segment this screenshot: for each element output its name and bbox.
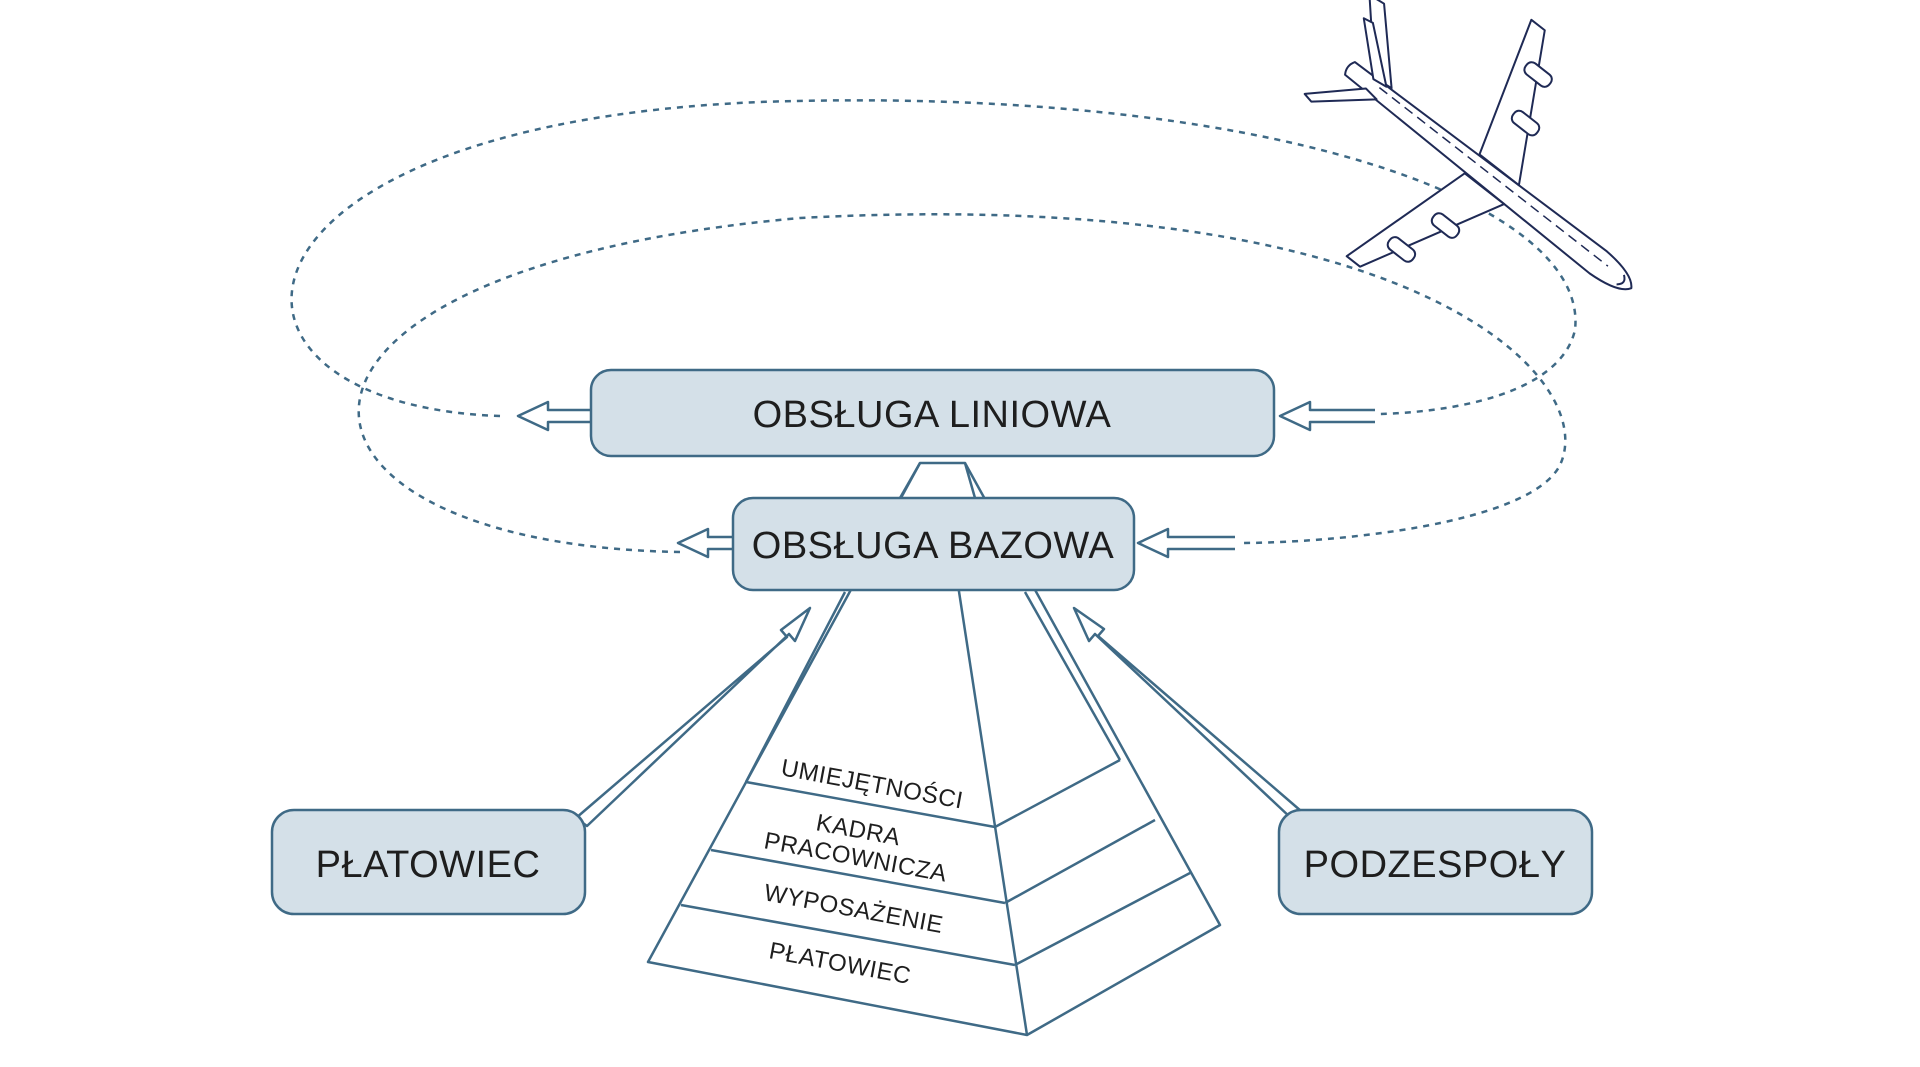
arrow-airframe-to-base [574,606,812,828]
resource-pyramid [646,461,1222,1037]
airframe-box: PŁATOWIEC [270,808,587,916]
airplane-icon [1303,0,1633,291]
line-maintenance-loop [290,99,1577,418]
pyramid-edge-right [1023,591,1122,761]
pyramid-ridge [956,584,1029,1036]
pyramid-outline [646,461,1222,1037]
arrow-out-line-maintenance [516,400,590,432]
arrow-in-line-maintenance [1278,400,1375,432]
pyramid-apex-left [898,462,922,499]
arrows [516,400,1375,828]
airframe-label: PŁATOWIEC [316,844,541,886]
arrow-in-base-maintenance [1136,527,1235,559]
pyramid-apex-right [963,462,977,499]
base-maintenance-label: OBSŁUGA BAZOWA [752,525,1115,567]
arrow-out-base-maintenance [676,527,733,559]
pyramid-edge-left [744,591,847,783]
components-label: PODZESPOŁY [1304,844,1567,886]
line-maintenance-label: OBSŁUGA LINIOWA [753,394,1112,436]
line-maintenance-box: OBSŁUGA LINIOWA [589,368,1276,458]
base-maintenance-box: OBSŁUGA BAZOWA [731,496,1136,592]
components-box: PODZESPOŁY [1277,808,1594,916]
arrow-components-to-base [1072,606,1303,820]
pyramid-layer-airframe: PŁATOWIEC [767,937,913,990]
